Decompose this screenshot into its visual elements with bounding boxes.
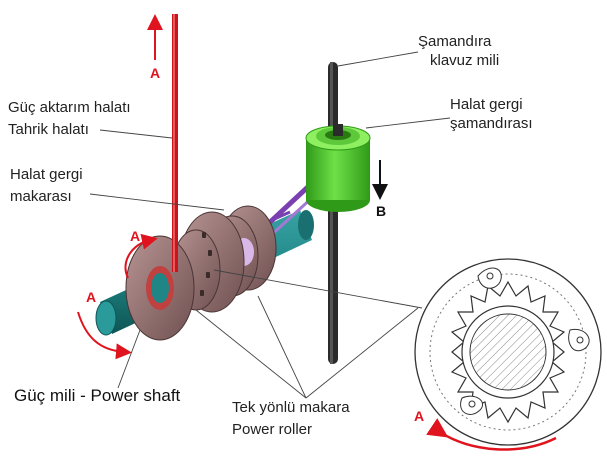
label-rope-tension-pulley-2: makarası	[10, 188, 72, 205]
leader-lines	[89, 51, 451, 399]
label-float-guide-shaft-1: Şamandıra	[418, 33, 492, 50]
power-transmission-rope	[172, 14, 178, 272]
detail-rotation-arrow	[426, 418, 557, 451]
label-one-way-pulley-1: Tek yönlü makara	[232, 399, 350, 416]
label-rope-tension-float-2: şamandırası	[450, 115, 533, 132]
label-rope-tension-pulley-1: Halat gergi	[10, 166, 83, 183]
label-one-way-pulley-2: Power roller	[232, 421, 313, 438]
label-power-shaft: Güç mili - Power shaft	[14, 386, 181, 405]
pulley-rotation-arrow	[124, 233, 158, 279]
marker-float-direction: B	[376, 203, 387, 219]
marker-detail-rotation: A	[414, 408, 425, 424]
marker-pulley-rotation: A	[130, 228, 141, 244]
marker-rope-direction: A	[150, 65, 161, 81]
float-guide-shaft	[328, 62, 338, 364]
label-rope-tension-float-1: Halat gergi	[450, 96, 523, 113]
label-float-guide-shaft-2: klavuz mili	[430, 52, 500, 69]
one-way-clutch-detail	[414, 258, 602, 446]
shaft-rotation-arrow	[77, 311, 132, 360]
label-power-transmission-rope-2: Tahrik halatı	[8, 121, 89, 138]
one-way-power-roller	[125, 211, 245, 341]
rope-tension-float	[305, 124, 371, 212]
marker-shaft-rotation: A	[86, 289, 97, 305]
label-power-transmission-rope-1: Güç aktarım halatı	[8, 99, 131, 116]
